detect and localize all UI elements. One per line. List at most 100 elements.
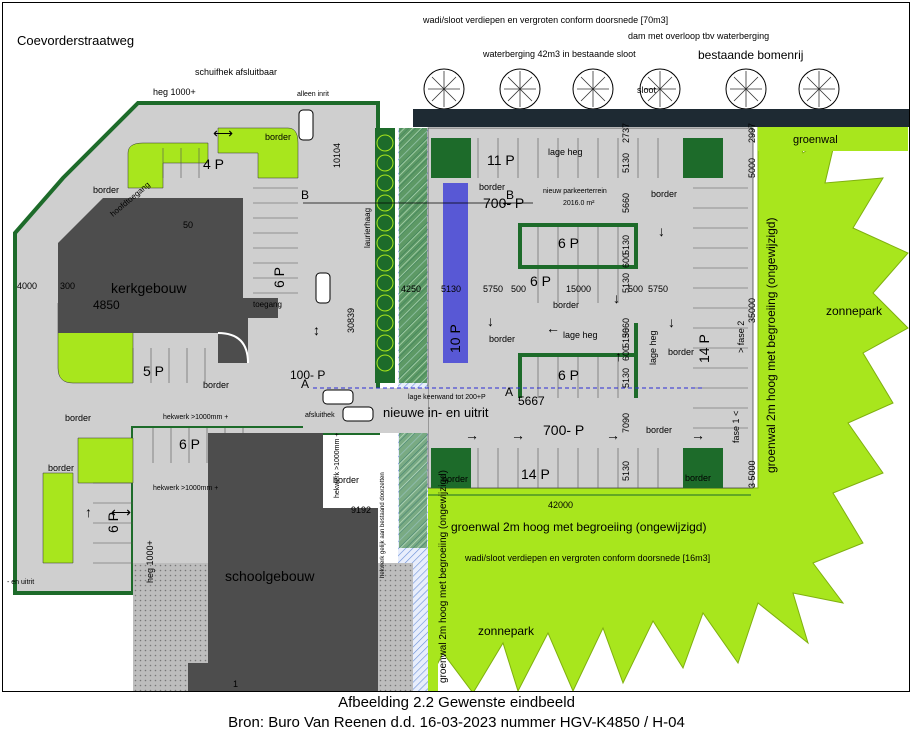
dark-green-corner-tr (683, 138, 723, 178)
lage-heg-col-1 (518, 223, 522, 269)
p6-a-label: 6 P (558, 235, 579, 251)
p11-label: 11 P (487, 152, 515, 168)
wadi-top-label: wadi/sloot verdiepen en vergroten confor… (422, 15, 668, 25)
p6-vert-mid-label: 6 P (271, 267, 287, 288)
dim-300: 300 (60, 281, 75, 291)
dim-35000: 35000 (747, 298, 757, 323)
dark-green-corner-tl (431, 138, 471, 178)
dim-30839: 30839 (346, 308, 356, 333)
zonnepark-bottom-label: zonnepark (478, 624, 535, 638)
lage-heg-top-label: lage heg (548, 147, 583, 157)
svg-text:→: → (606, 427, 620, 443)
dark-green-corner-br (683, 448, 723, 488)
sloot-label: sloot (637, 85, 657, 95)
laurierhaag-label: laurierhaag (363, 208, 372, 248)
B-label: B (301, 188, 309, 202)
car-icon (342, 406, 374, 422)
svg-text:→: → (691, 427, 705, 443)
dim-5130-e: 5130 (621, 368, 631, 388)
dim-42000: 42000 (548, 500, 573, 510)
street-label: Coevorderstraatweg (17, 33, 134, 48)
dam-label: dam met overloop tbv waterberging (628, 31, 769, 41)
waterberging-label: waterberging 42m3 in bestaande sloot (482, 49, 636, 59)
green-hatch-column-low (399, 433, 427, 548)
lage-heg-col-3 (518, 353, 522, 398)
groenwal-right-top-label: groenwal (793, 134, 838, 146)
svg-text:←: ← (546, 320, 560, 336)
green-hatch-column (399, 128, 427, 383)
dim-500: 500 (511, 284, 526, 294)
lage-heg-col-4 (634, 323, 638, 398)
zonnepark-area (402, 120, 909, 691)
svg-text:⟷: ⟷ (111, 504, 131, 520)
laurierhaag-bushes (376, 134, 394, 372)
p100-label: 100- P (290, 368, 325, 382)
p4-label: 4 P (203, 156, 224, 172)
dim-4250: 4250 (401, 284, 421, 294)
p14-bottom-label: 14 P (521, 466, 550, 482)
schuifhek-label: schuifhek afsluitbaar (195, 67, 277, 77)
kerk-number-label: 4850 (93, 298, 120, 312)
site-plan: ⟷ ⟷ ↑ ↕ ↓ ← ↓ ↓ → → → → ↑ ← ↓ Coevorders… (7, 15, 909, 691)
green-island-bottom-left (77, 437, 134, 484)
border-label: border (203, 380, 229, 390)
dim-600-b: 600 (621, 346, 631, 361)
car-icon (315, 272, 331, 304)
dark-green-corner-bl (431, 448, 471, 488)
schoolgebouw-label: schoolgebouw (225, 568, 315, 584)
dim-5750: 5750 (483, 284, 503, 294)
svg-text:↕: ↕ (313, 322, 320, 338)
dim-2997: 2997 (747, 123, 757, 143)
wadi-bottom-label: wadi/sloot verdiepen en vergroten confor… (464, 553, 710, 563)
dim-5130-b: 5130 (621, 235, 631, 255)
svg-text:→: → (465, 427, 479, 443)
dim-5660-b: 5660 (621, 318, 631, 338)
car-icon (322, 389, 354, 405)
groenwal-bottom-label: groenwal 2m hoog met begroeiing (ongewij… (451, 520, 706, 534)
svg-text:⟷: ⟷ (213, 125, 233, 141)
lage-heg-vert-label: lage heg (648, 330, 658, 365)
border-label: border (651, 189, 677, 199)
dim-600: 600 (621, 253, 631, 268)
svg-text:↓: ↓ (668, 314, 675, 330)
alleen-inrit-label: alleen inrit (297, 91, 329, 98)
border-label: border (442, 474, 468, 484)
dim-5750b: 5750 (648, 284, 668, 294)
dim-7090: 7090 (621, 413, 631, 433)
schoolgebouw-building (188, 433, 378, 691)
dim-9192: 9192 (351, 505, 371, 515)
border-label: border (646, 425, 672, 435)
p14-right-label: 14 P (696, 334, 712, 363)
afsluithek-label: afsluithek (305, 412, 335, 419)
toegang-arc (217, 332, 249, 364)
lage-keerwand-label: lage keerwand tot 200+P (408, 394, 486, 401)
p6-b-label: 6 P (530, 273, 551, 289)
dim-1: 1 (233, 679, 238, 689)
svg-text:↓: ↓ (613, 290, 620, 306)
lage-heg-row-1 (518, 223, 638, 227)
lage-heg-col-2 (634, 223, 638, 269)
figure-caption: Afbeelding 2.2 Gewenste eindbeeld (338, 694, 575, 711)
groenwal-left-vert-label: groenwal 2m hoog met begroeiing (ongewij… (438, 470, 449, 683)
dim-5130: 5130 (441, 284, 461, 294)
nieuw-parkeer-label-1: nieuw parkeerterrein (543, 188, 607, 195)
svg-text:←: ← (500, 193, 514, 209)
svg-text:↑: ↑ (615, 348, 622, 364)
border-label: border (668, 347, 694, 357)
en-uitrit-label: - en uitrit (7, 579, 34, 586)
border-label: border (489, 334, 515, 344)
border-label: border (479, 182, 505, 192)
dim-5130-c: 5130 (621, 273, 631, 293)
lage-heg-mid-label: lage heg (563, 330, 598, 340)
A-right-label: A (505, 385, 513, 399)
dim-5000: 5000 (747, 158, 757, 178)
dim-5667: 5667 (518, 394, 545, 408)
hekwerk-vert2-label: hekwerk gelijk aan bestaand doorzetten (380, 472, 386, 578)
blue-water-strip (443, 183, 468, 363)
svg-text:↓: ↓ (487, 313, 494, 329)
figure-source: Bron: Buro Van Reenen d.d. 16-03-2023 nu… (228, 714, 685, 731)
svg-text:↓: ↓ (658, 223, 665, 239)
B-right-label: B (506, 188, 514, 202)
border-label: border (333, 475, 359, 485)
zonnepark-right-label: zonnepark (826, 304, 883, 318)
